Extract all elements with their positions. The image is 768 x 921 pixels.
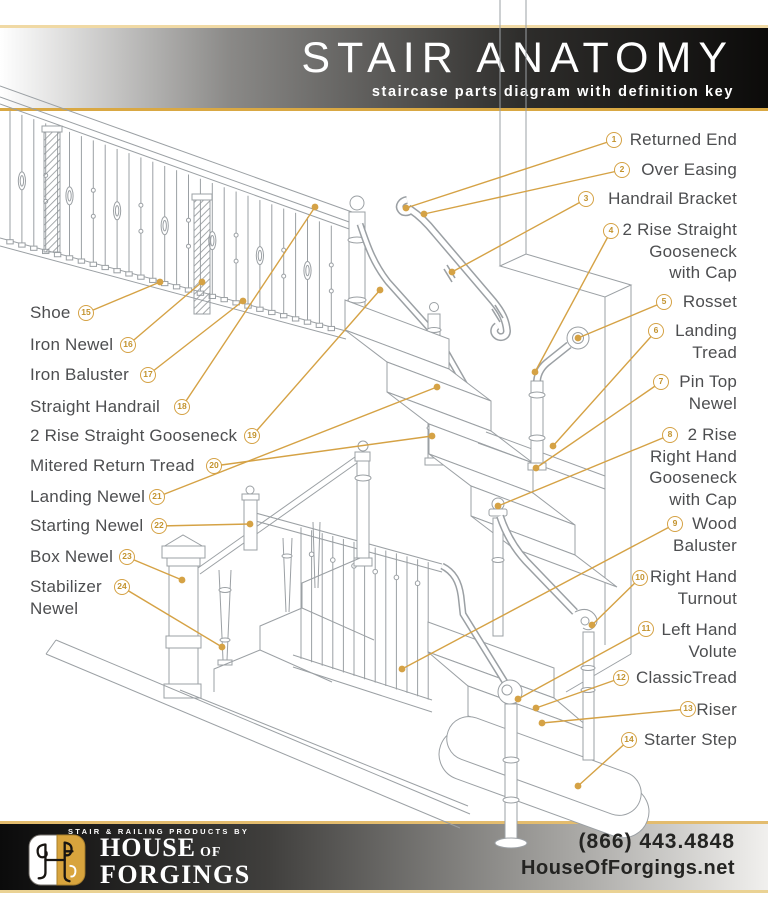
leader-dots (156, 203, 596, 790)
callout-number-24: 24 (114, 579, 130, 595)
callout-number-10: 10 (632, 570, 648, 586)
callout-number-11: 11 (638, 621, 654, 637)
page-title: STAIR ANATOMY (301, 34, 734, 82)
middle-flight-steps (344, 299, 618, 588)
callout-label: Stabilizer Newel (30, 577, 102, 618)
callout-label: 2 Rise Straight Gooseneck (30, 426, 238, 445)
callout-label: Left Hand Volute (661, 620, 737, 661)
website-link[interactable]: HouseOfForgings.net (521, 857, 735, 879)
callout-number-5: 5 (656, 294, 672, 310)
brand-of: OF (200, 845, 222, 860)
page-subtitle: staircase parts diagram with definition … (371, 84, 734, 100)
brand-name: HOUSE OF FORGINGS (100, 835, 251, 889)
callout-number-20: 20 (206, 458, 222, 474)
brand-house: HOUSE (100, 833, 197, 862)
box-newel (161, 534, 206, 699)
callout-label: Over Easing (641, 160, 737, 179)
callout-label: Wood Baluster (673, 514, 737, 555)
callout-number-2: 2 (614, 162, 630, 178)
header-banner: STAIR ANATOMY staircase parts diagram wi… (0, 25, 768, 111)
callout-number-22: 22 (151, 518, 167, 534)
footer-tagline: STAIR & RAILING PRODUCTS BY (68, 827, 250, 836)
landing-newel-turned (353, 440, 373, 567)
callout-number-14: 14 (621, 732, 637, 748)
callout-label: Shoe (30, 303, 71, 322)
callout-number-13: 13 (680, 701, 696, 717)
rosette-gooseneck (527, 326, 590, 471)
callout-label: Iron Newel (30, 335, 114, 354)
phone-number[interactable]: (866) 443.4848 (578, 830, 735, 853)
landing-balustrade (251, 511, 443, 713)
middle-flight-rail (356, 222, 434, 333)
right-hand-gooseneck-cap (488, 497, 578, 637)
callout-number-6: 6 (648, 323, 664, 339)
callout-label: Iron Baluster (30, 365, 129, 384)
callout-number-1: 1 (606, 132, 622, 148)
lower-left-flight (45, 440, 471, 829)
callout-label: Straight Handrail (30, 397, 161, 416)
callout-number-9: 9 (667, 516, 683, 532)
callout-number-17: 17 (140, 367, 156, 383)
callout-label: ClassicTread (636, 668, 737, 687)
callout-number-4: 4 (603, 223, 619, 239)
callout-number-21: 21 (149, 489, 165, 505)
left-steps-stringer (213, 557, 361, 692)
iron-balustrade (0, 85, 353, 340)
callout-label: Starting Newel (30, 516, 144, 535)
callout-label: Box Newel (30, 547, 114, 566)
brand-forgings: FORGINGS (100, 860, 251, 889)
iron-newel-post (193, 197, 211, 315)
house-of-forgings-logo-icon (28, 834, 86, 886)
callout-label: Returned End (629, 130, 737, 149)
leader-lines (85, 139, 689, 787)
callout-number-8: 8 (662, 427, 678, 443)
callout-label: Handrail Bracket (608, 189, 737, 208)
callout-label: Landing Newel (30, 487, 146, 506)
callout-number-15: 15 (78, 305, 94, 321)
callout-label: Starter Step (643, 730, 737, 749)
callout-number-3: 3 (578, 191, 594, 207)
contact-block: (866) 443.4848 HouseOfForgings.net (521, 830, 735, 880)
display-base (45, 639, 471, 829)
callout-label: Landing Tread (675, 321, 737, 362)
wood-baluster-set (300, 527, 429, 700)
stabilizer-newel (217, 569, 233, 666)
left-hand-volute-newel (494, 679, 528, 849)
iron-newel-post (43, 129, 61, 253)
callout-label: Pin Top Newel (679, 372, 737, 413)
callout-label: Right Hand Turnout (649, 567, 737, 608)
starting-newel (241, 485, 260, 551)
callout-label: Rosset (682, 292, 737, 311)
wall-lines (498, 0, 633, 693)
volute-rail (440, 562, 508, 684)
callout-number-12: 12 (613, 670, 629, 686)
callout-number-18: 18 (174, 399, 190, 415)
callout-label: Riser (696, 700, 737, 719)
callout-number-19: 19 (244, 428, 260, 444)
callout-label: 2 Rise Straight Gooseneck with Cap (622, 220, 737, 282)
callout-number-7: 7 (653, 374, 669, 390)
callout-number-16: 16 (120, 337, 136, 353)
starter-step (438, 716, 650, 839)
callout-number-23: 23 (119, 549, 135, 565)
footer-banner (0, 821, 768, 893)
callout-label: 2 Rise Right Hand Gooseneck with Cap (649, 425, 737, 509)
wall-handrail (395, 196, 512, 342)
callout-label: Mitered Return Tread (30, 456, 195, 475)
